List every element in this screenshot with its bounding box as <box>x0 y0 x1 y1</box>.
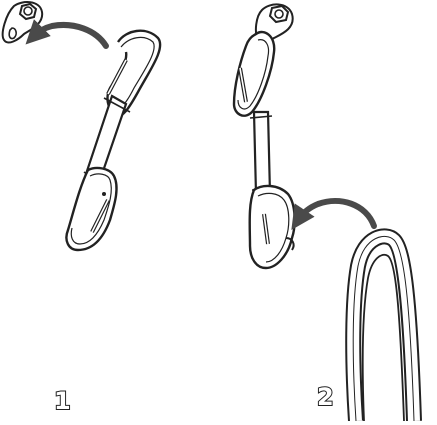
step-number-1: 1 <box>53 387 72 415</box>
step-number-2: 2 <box>316 383 335 411</box>
bolt-hanger-icon <box>1 1 44 44</box>
clip-rope-arrow-icon <box>291 198 377 230</box>
step-1-diagram <box>1 1 162 252</box>
sling-icon <box>249 110 274 196</box>
clip-arrow-icon <box>25 19 109 49</box>
upper-carabiner-icon <box>232 30 276 117</box>
lower-carabiner-icon <box>65 166 118 252</box>
rope-loop-icon <box>345 228 422 422</box>
step-2-diagram <box>232 3 422 422</box>
lower-carabiner-icon <box>248 184 296 270</box>
